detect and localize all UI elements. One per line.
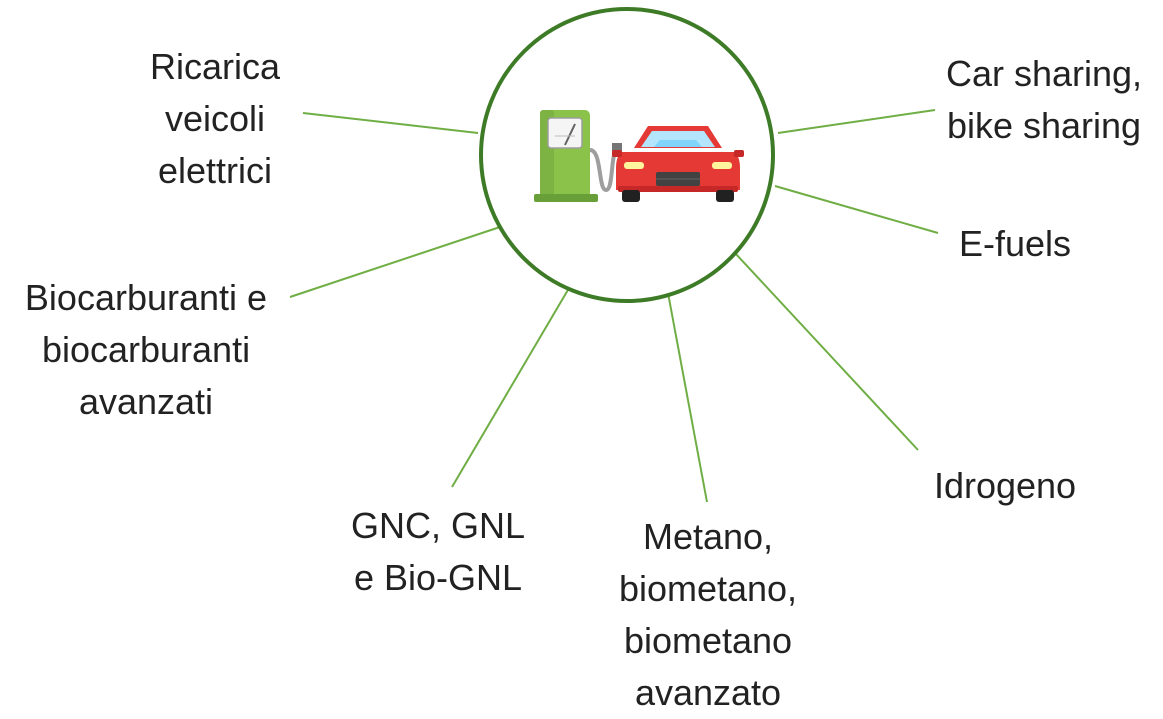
label-car-sharing-line-1: Car sharing, xyxy=(945,53,1143,94)
label-gnc-line-2: e Bio-GNL xyxy=(353,557,523,598)
fuel-pump-icon xyxy=(534,110,622,202)
label-gnc-line-1: GNC, GNL xyxy=(350,505,526,546)
label-idrogeno: Idrogeno xyxy=(905,460,1105,512)
car-icon xyxy=(612,126,744,202)
label-biocarburanti-line-3: avanzati xyxy=(78,381,214,422)
label-ricarica-line-3: elettrici xyxy=(157,150,273,191)
label-biocarburanti-line-2: biocarburanti xyxy=(41,329,251,370)
label-idrogeno-line-1: Idrogeno xyxy=(933,465,1077,506)
label-gnc: GNC, GNL e Bio-GNL xyxy=(338,500,538,604)
fuel-pump-and-car-icon xyxy=(534,110,744,202)
label-efuels: E-fuels xyxy=(935,218,1095,270)
label-biocarburanti-line-1: Biocarburanti e xyxy=(24,277,268,318)
connector-gnc xyxy=(451,282,573,488)
connector-biocarburanti xyxy=(289,226,501,298)
connector-efuels xyxy=(774,185,939,234)
label-car-sharing-line-2: bike sharing xyxy=(946,105,1142,146)
label-metano-line-4: avanzato xyxy=(634,672,782,713)
connector-metano xyxy=(667,292,708,503)
label-car-sharing: Car sharing, bike sharing xyxy=(928,48,1160,152)
connector-ricarica xyxy=(302,112,479,134)
label-metano-line-1: Metano, xyxy=(642,516,774,557)
label-metano-line-3: biometano xyxy=(623,620,793,661)
label-ricarica-line-2: veicoli xyxy=(164,98,266,139)
label-ricarica-line-1: Ricarica xyxy=(149,46,281,87)
label-metano-line-2: biometano, xyxy=(618,568,798,609)
label-metano: Metano, biometano, biometano avanzato xyxy=(598,511,818,719)
label-efuels-line-1: E-fuels xyxy=(958,223,1072,264)
connector-lines xyxy=(289,109,939,503)
label-ricarica: Ricarica veicoli elettrici xyxy=(130,41,300,197)
connector-idrogeno xyxy=(734,252,919,451)
connector-car-sharing xyxy=(777,109,936,134)
label-biocarburanti: Biocarburanti e biocarburanti avanzati xyxy=(0,272,292,428)
